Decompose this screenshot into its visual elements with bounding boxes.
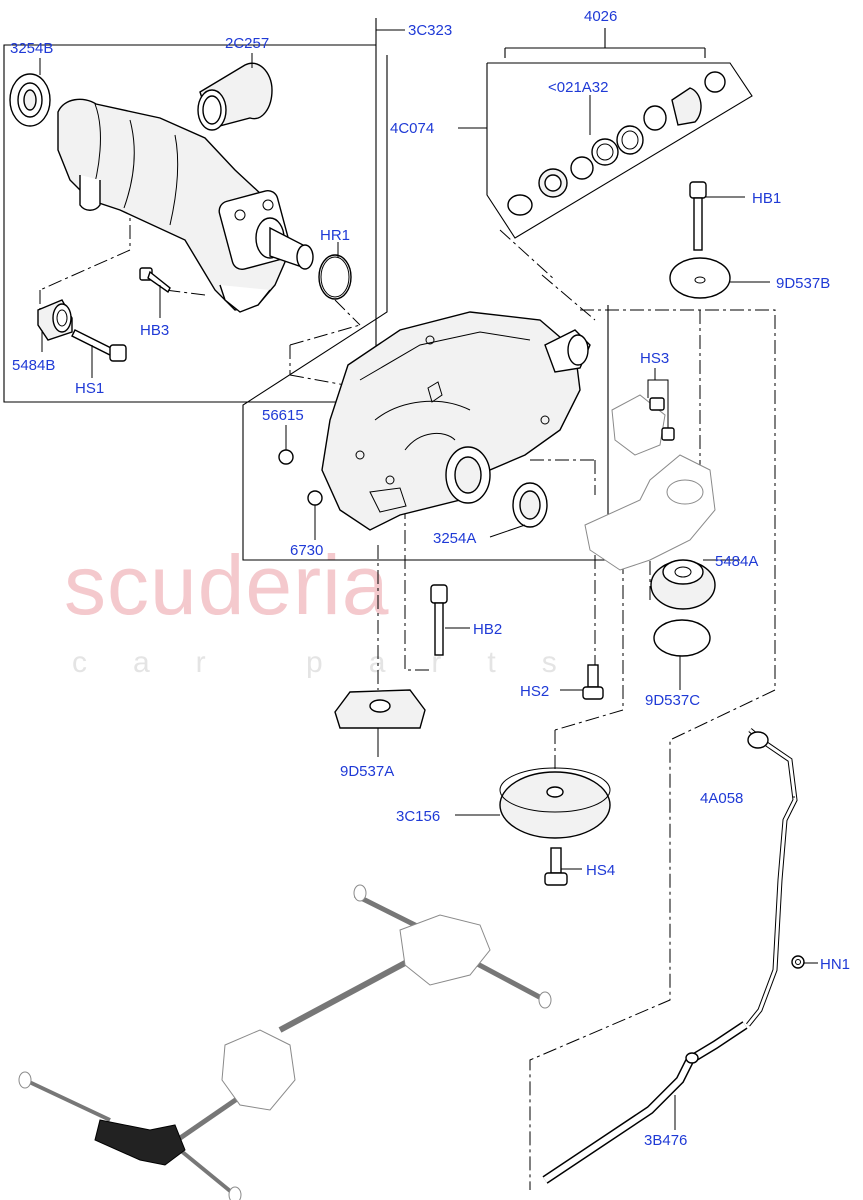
extension-housing	[57, 98, 314, 313]
label-HB1[interactable]: HB1	[752, 190, 781, 207]
oil-seal-3254A	[512, 482, 548, 528]
label-4C074[interactable]: 4C074	[390, 120, 434, 137]
label-3B476[interactable]: 3B476	[644, 1132, 687, 1149]
label-4A058[interactable]: 4A058	[700, 790, 743, 807]
watermark-main: scuderia	[64, 538, 390, 632]
breather-tube-4A058	[746, 728, 798, 1027]
label-9D537A[interactable]: 9D537A	[340, 763, 394, 780]
bolt-HS1	[71, 329, 127, 362]
label-6730[interactable]: 6730	[290, 542, 323, 559]
insulator-9D537A	[334, 689, 426, 729]
sleeve-2C257	[197, 62, 273, 131]
insulator-9D537B	[669, 257, 731, 299]
label-9D537B[interactable]: 9D537B	[776, 275, 830, 292]
label-4026[interactable]: 4026	[584, 8, 617, 25]
bolt-HS4	[544, 847, 568, 886]
label-5484A[interactable]: 5484A	[715, 553, 758, 570]
label-021A32[interactable]: <021A32	[548, 79, 608, 96]
plug-6730	[307, 490, 323, 506]
label-9D537C[interactable]: 9D537C	[645, 692, 700, 709]
bolt-HS2	[582, 664, 604, 700]
damper-3C156	[499, 767, 611, 839]
label-HS1[interactable]: HS1	[75, 380, 104, 397]
transfer-case-body	[321, 311, 591, 531]
label-2C257[interactable]: 2C257	[225, 35, 269, 52]
bolt-HB1	[689, 181, 707, 251]
label-3C156[interactable]: 3C156	[396, 808, 440, 825]
label-3254A[interactable]: 3254A	[433, 530, 476, 547]
label-HB2[interactable]: HB2	[473, 621, 502, 638]
vent-hose-3B476	[542, 1021, 748, 1184]
label-HB3[interactable]: HB3	[140, 322, 169, 339]
watermark-sub: car parts	[72, 646, 603, 679]
group-box-3C323	[3, 18, 405, 403]
label-5484B[interactable]: 5484B	[12, 357, 55, 374]
group-box-4026	[458, 28, 753, 239]
o-ring-HR1	[318, 254, 352, 300]
label-HS4[interactable]: HS4	[586, 862, 615, 879]
bush-5484B	[37, 299, 73, 341]
plug-56615	[278, 449, 294, 465]
label-56615[interactable]: 56615	[262, 407, 304, 424]
label-HS2[interactable]: HS2	[520, 683, 549, 700]
alignment-lines	[39, 200, 776, 1190]
bolt-HB2	[430, 584, 448, 656]
oil-seal-3254B	[9, 73, 51, 127]
label-3254B[interactable]: 3254B	[10, 40, 53, 57]
leader-lines	[39, 53, 818, 1130]
insulator-9D537C	[653, 619, 711, 657]
seal-kit-4026-parts	[507, 71, 726, 216]
bush-5484A	[650, 559, 716, 610]
part-labels: 3C323 4026 3254B 2C257 4C074 <021A32 HB1…	[10, 8, 850, 1149]
label-HN1[interactable]: HN1	[820, 956, 850, 973]
drivetrain-overview	[18, 884, 552, 1200]
label-HS3[interactable]: HS3	[640, 350, 669, 367]
label-3C323[interactable]: 3C323	[408, 22, 452, 39]
mounting-bracket	[584, 394, 716, 571]
bolt-HS3	[649, 397, 675, 441]
label-HR1[interactable]: HR1	[320, 227, 350, 244]
bolt-HB3	[139, 267, 171, 294]
nut-HN1	[791, 955, 805, 969]
